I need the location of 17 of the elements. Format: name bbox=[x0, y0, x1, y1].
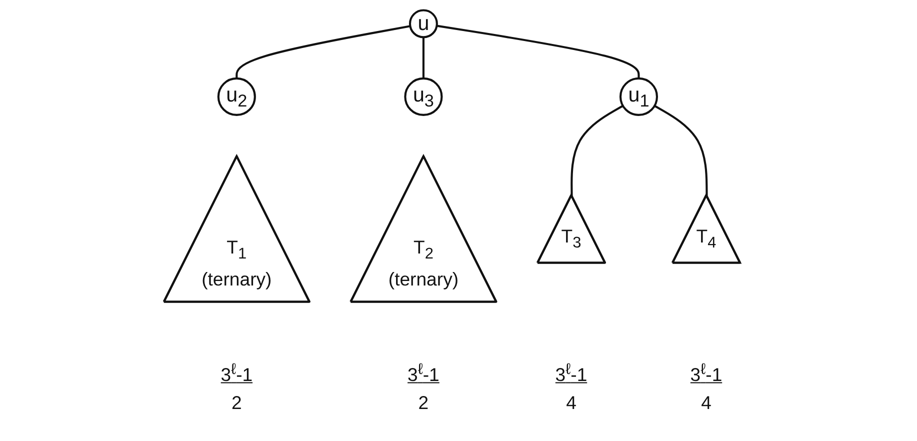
node-circle: u$_{1}$ bbox=[619, 77, 658, 116]
connector bbox=[654, 104, 708, 196]
node-label: 3$^{ℓ}$-1 bbox=[408, 360, 440, 386]
node-circle: u$_{2}$ bbox=[217, 77, 256, 116]
connector bbox=[570, 104, 624, 196]
node-label: 4 bbox=[566, 392, 576, 414]
connector bbox=[436, 24, 640, 78]
node-label: 2 bbox=[231, 392, 242, 414]
node-label: 3$^{ℓ}$-1 bbox=[690, 360, 722, 386]
connector bbox=[422, 37, 424, 78]
node-label: 3$^{ℓ}$-1 bbox=[220, 360, 253, 386]
node-label: 2 bbox=[418, 392, 429, 414]
connector bbox=[236, 25, 410, 78]
node-label: 3$^{ℓ}$-1 bbox=[555, 360, 588, 386]
node-label: 4 bbox=[701, 392, 712, 414]
node-circle: u$_{3}$ bbox=[404, 77, 443, 116]
node-circle: u bbox=[408, 9, 438, 38]
